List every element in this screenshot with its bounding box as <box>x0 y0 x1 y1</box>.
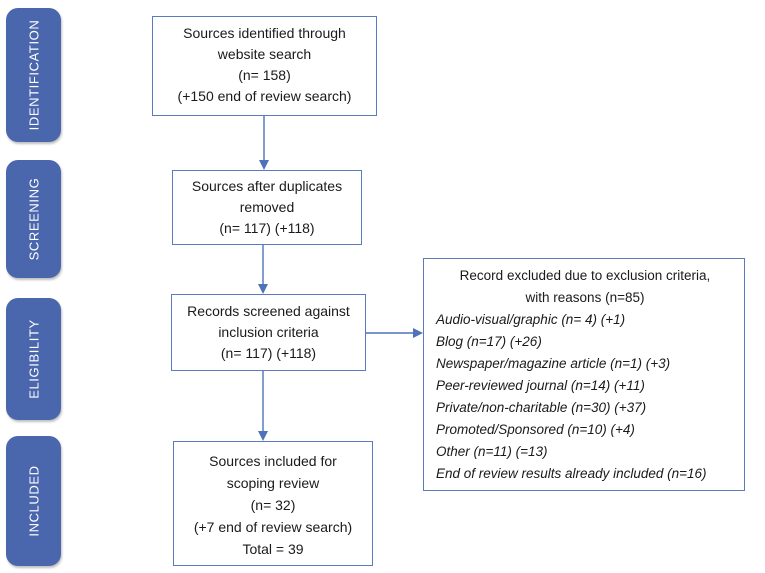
identified-line-2: website search <box>217 46 312 62</box>
excluded-reason: End of review results already included (… <box>436 466 707 481</box>
identified-line-1: Sources identified through <box>183 25 346 41</box>
screened-box: Records screened against inclusion crite… <box>171 294 366 371</box>
excluded-heading-line-2: with reasons (n=85) <box>525 290 645 305</box>
included-line-5: Total = 39 <box>242 541 304 557</box>
deduplicated-line-3: (n= 117) (+118) <box>219 220 315 236</box>
stage-identification: IDENTIFICATION <box>6 8 61 142</box>
excluded-box: Record excluded due to exclusion criteri… <box>423 258 745 491</box>
excluded-reason: Blog (n=17) (+26) <box>436 334 542 349</box>
included-box: Sources included for scoping review (n= … <box>173 441 373 566</box>
excluded-reasons-list: Audio-visual/graphic (n= 4) (+1) Blog (n… <box>436 309 734 485</box>
excluded-reason: Peer-reviewed journal (n=14) (+11) <box>436 378 645 393</box>
stage-included: INCLUDED <box>6 436 61 566</box>
included-line-3: (n= 32) <box>250 497 296 513</box>
identified-line-4: (+150 end of review search) <box>177 88 352 104</box>
included-line-1: Sources included for <box>209 453 337 469</box>
stage-eligibility: ELIGIBILITY <box>6 298 61 420</box>
excluded-reason: Private/non-charitable (n=30) (+37) <box>436 400 647 415</box>
deduplicated-line-2: removed <box>239 199 295 215</box>
excluded-reason: Audio-visual/graphic (n= 4) (+1) <box>436 312 626 327</box>
included-line-2: scoping review <box>226 475 320 491</box>
screened-line-2: inclusion criteria <box>218 324 319 340</box>
excluded-heading-line-1: Record excluded due to exclusion criteri… <box>459 268 711 283</box>
excluded-reason: Newspaper/magazine article (n=1) (+3) <box>436 356 671 371</box>
excluded-reason: Promoted/Sponsored (n=10) (+4) <box>436 422 635 437</box>
screened-line-1: Records screened against <box>187 303 350 319</box>
excluded-reason: Other (n=11) (=13) <box>436 444 548 459</box>
identified-box: Sources identified through website searc… <box>152 16 377 116</box>
included-line-4: (+7 end of review search) <box>193 519 353 535</box>
stage-screening: SCREENING <box>6 160 61 278</box>
identified-line-3: (n= 158) <box>238 67 291 83</box>
deduplicated-line-1: Sources after duplicates <box>191 178 343 194</box>
deduplicated-box: Sources after duplicates removed (n= 117… <box>172 170 362 245</box>
screened-line-3: (n= 117) (+118) <box>220 345 317 361</box>
